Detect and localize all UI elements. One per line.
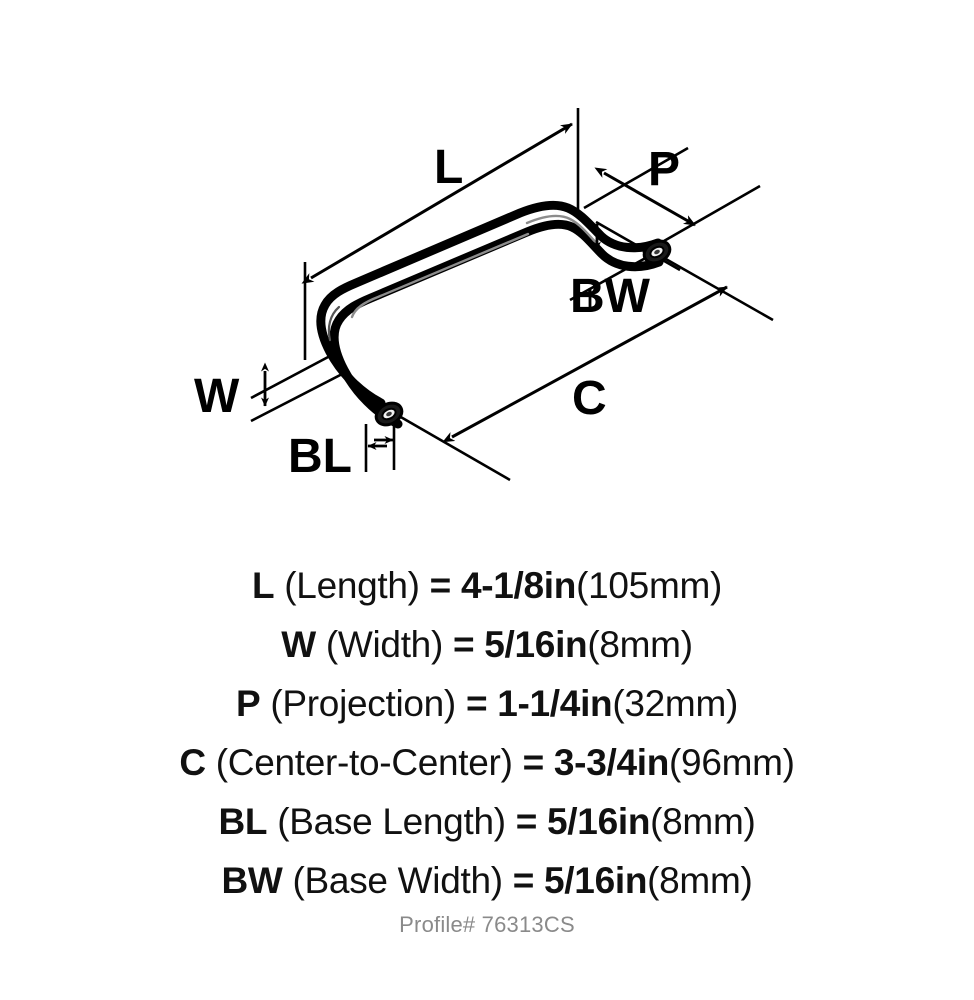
spec-name: (Length) [284,565,420,606]
dimension-spec-list: L (Length) = 4-1/8in(105mm) W (Width) = … [0,556,974,910]
handle-highlight-left-bend [327,305,341,342]
spec-line-projection: P (Projection) = 1-1/4in(32mm) [0,674,974,733]
profile-number: Profile# 76313CS [399,912,575,937]
spec-metric: (8mm) [650,801,756,842]
spec-metric: (96mm) [669,742,795,783]
dimension-label-base-length: BL [288,430,352,483]
handle-highlight-long [350,232,530,319]
spec-equals: = [512,860,535,901]
spec-symbol: BL [218,801,268,842]
dimension-arrow-center-to-center [442,285,728,443]
spec-line-width: W (Width) = 5/16in(8mm) [0,615,974,674]
spec-equals: = [515,801,538,842]
spec-value: 4-1/8in [460,565,577,606]
spec-symbol: BW [221,860,283,901]
spec-value: 5/16in [547,801,651,842]
spec-equals: = [429,565,452,606]
spec-equals: = [465,683,488,724]
spec-name: (Base Length) [277,801,506,842]
post-end-cap-left [374,401,404,427]
diagram-background [0,0,974,540]
witness-line-w-lower [250,369,349,423]
spec-name: (Projection) [270,683,456,724]
spec-symbol: W [281,624,316,665]
spec-value: 5/16in [484,624,588,665]
spec-line-length: L (Length) = 4-1/8in(105mm) [0,556,974,615]
spec-metric: (105mm) [576,565,723,606]
spec-metric: (8mm) [587,624,693,665]
dimension-label-length: L [434,141,463,194]
spec-line-center-to-center: C (Center-to-Center) = 3-3/4in(96mm) [0,733,974,792]
post-end-cap-right [642,239,672,265]
spec-symbol: C [179,742,206,783]
dimension-label-projection: P [648,143,680,196]
spec-value: 1-1/4in [497,683,613,724]
spec-name: (Center-to-Center) [215,742,513,783]
handle-technical-drawing: L P W BW C BL [0,0,974,540]
spec-line-base-length: BL (Base Length) = 5/16in(8mm) [0,792,974,851]
dimension-arrows [261,122,728,450]
spec-equals: = [452,624,475,665]
spec-metric: (32mm) [612,683,738,724]
spec-name: (Width) [325,624,443,665]
diagram-area: L P W BW C BL [0,0,974,540]
spec-symbol: P [236,683,261,724]
dimension-arrow-projection [594,167,696,227]
spec-metric: (8mm) [647,860,753,901]
spec-name: (Base Width) [292,860,504,901]
dimension-label-center-to-center: C [572,372,607,425]
dimension-label-base-width: BW [570,270,651,323]
spec-value: 5/16in [544,860,648,901]
spec-equals: = [522,742,545,783]
spec-value: 3-3/4in [553,742,670,783]
witness-line-c-right [649,248,774,322]
witness-line-c-left [379,403,511,482]
dimension-arrow-length [301,122,573,284]
dimension-label-width: W [194,370,240,423]
spec-symbol: L [251,565,275,606]
spec-line-base-width: BW (Base Width) = 5/16in(8mm) [0,851,974,910]
